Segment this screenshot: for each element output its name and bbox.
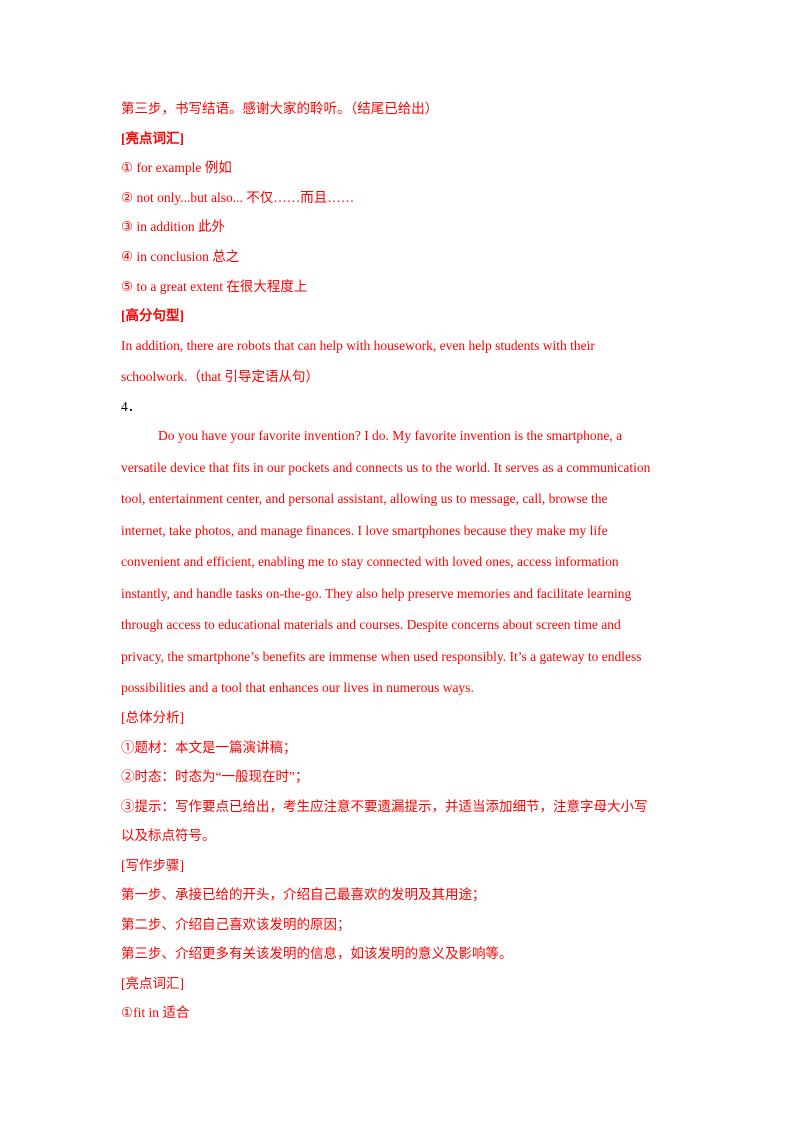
- essay-line: tool, entertainment center, and personal…: [121, 491, 608, 506]
- essay-line: internet, take photos, and manage financ…: [121, 523, 608, 538]
- essay-line: Do you have your favorite invention? I d…: [158, 428, 623, 443]
- essay-line: instantly, and handle tasks on-the-go. T…: [121, 586, 632, 601]
- analysis-heading: [总体分析]: [121, 710, 184, 725]
- steps-heading: [写作步骤]: [121, 858, 184, 873]
- vocab-heading: [亮点词汇]: [121, 131, 184, 146]
- analysis-item: ③提示：写作要点已给出，考生应注意不要遗漏提示，并适当添加细节，注意字母大小写: [121, 799, 648, 814]
- question-number: 4．: [121, 399, 142, 414]
- analysis-item: ①题材：本文是一篇演讲稿；: [121, 740, 297, 755]
- essay-line: possibilities and a tool that enhances o…: [121, 680, 474, 695]
- step-item: 第三步、介绍更多有关该发明的信息，如该发明的意义及影响等。: [121, 946, 513, 961]
- vocab-item: ③ in addition 此外: [121, 219, 225, 234]
- essay-line: convenient and efficient, enabling me to…: [121, 554, 619, 569]
- essay-line: through access to educational materials …: [121, 617, 621, 632]
- step-item: 第二步、介绍自己喜欢该发明的原因；: [121, 917, 351, 932]
- analysis-item: 以及标点符号。: [121, 828, 216, 843]
- vocab-item-q4: ①fit in 适合: [121, 1005, 190, 1020]
- essay-line: privacy, the smartphone’s benefits are i…: [121, 649, 642, 664]
- essay-line: versatile device that fits in our pocket…: [121, 460, 651, 475]
- analysis-item: ②时态：时态为“一般现在时”；: [121, 769, 309, 784]
- step3-line: 第三步，书写结语。感谢大家的聆听。（结尾已给出）: [121, 101, 439, 116]
- step-item: 第一步、承接已给的开头，介绍自己最喜欢的发明及其用途；: [121, 887, 486, 902]
- sentence-heading: [高分句型]: [121, 308, 184, 323]
- vocab-item: ⑤ to a great extent 在很大程度上: [121, 279, 308, 294]
- vocab-heading-q4: [亮点词汇]: [121, 976, 184, 991]
- vocab-item: ① for example 例如: [121, 160, 232, 175]
- vocab-item: ④ in conclusion 总之: [121, 249, 240, 264]
- vocab-item: ② not only...but also... 不仅……而且……: [121, 190, 355, 205]
- sentence-line: In addition, there are robots that can h…: [121, 338, 595, 353]
- sentence-line: schoolwork.（that 引导定语从句）: [121, 369, 319, 384]
